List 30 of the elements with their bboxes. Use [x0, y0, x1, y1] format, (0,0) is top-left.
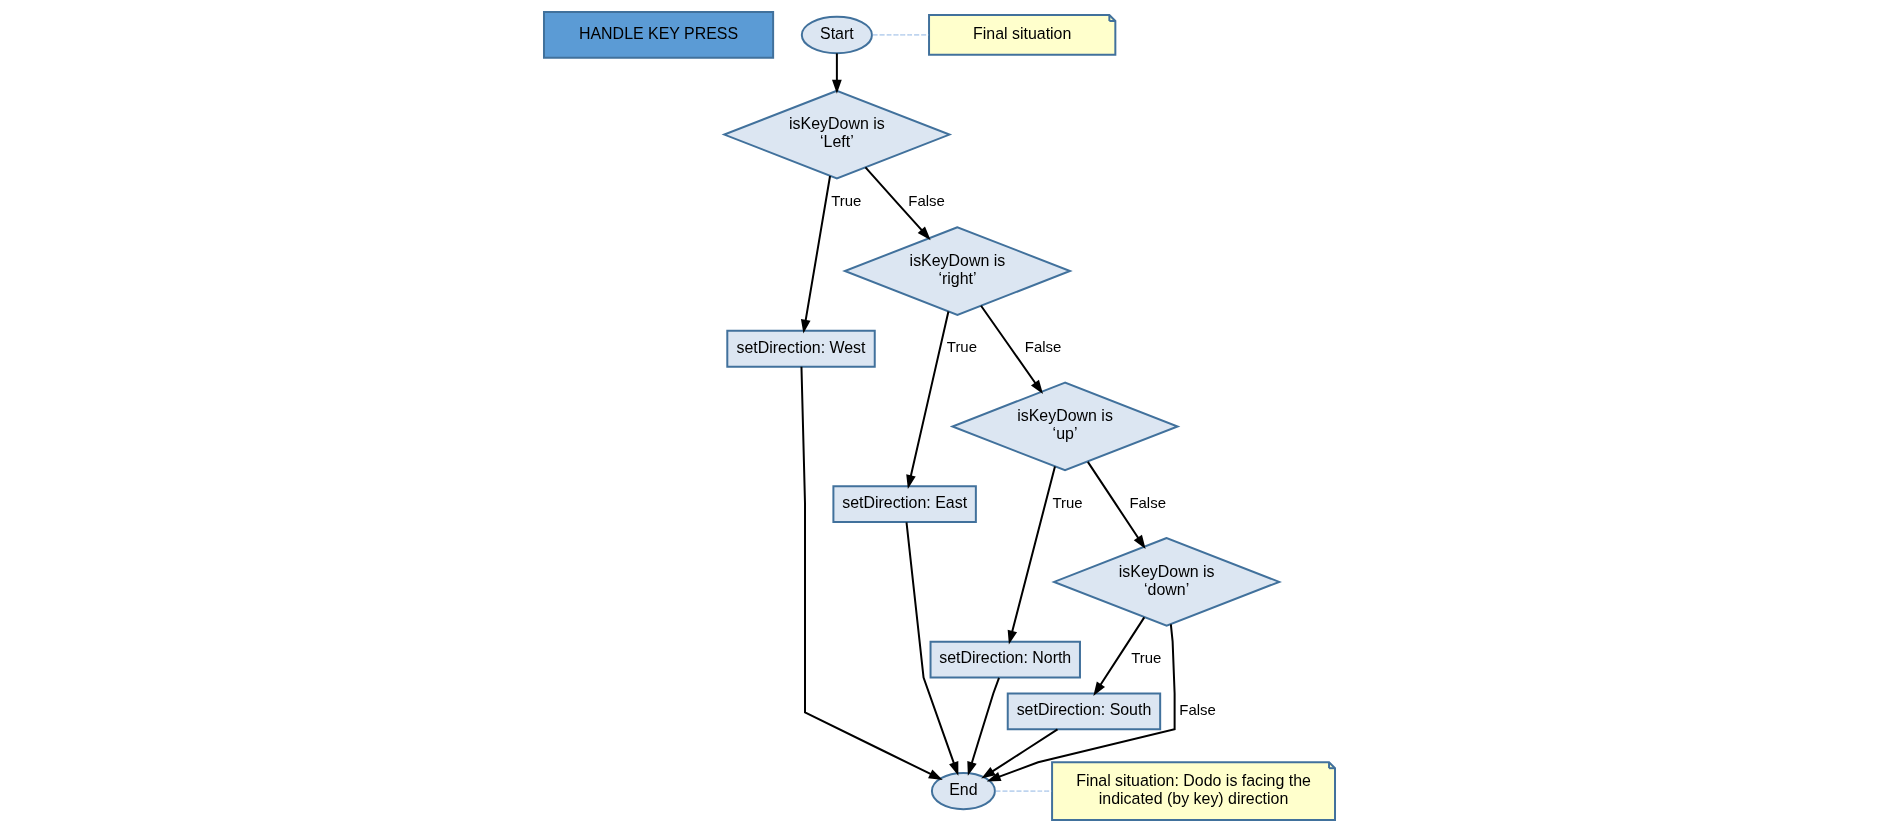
edge-label: False: [908, 192, 945, 210]
arrow: [1007, 465, 1056, 645]
edge-label: False: [1129, 493, 1166, 511]
connector: [995, 790, 1053, 792]
edge-label: True: [831, 192, 862, 210]
edge-label: False: [1024, 338, 1062, 356]
node-box: setDirection: North: [929, 640, 1081, 679]
edge-label: False: [1179, 700, 1216, 718]
arrow: [800, 174, 832, 334]
node-ellipse: Start: [800, 15, 873, 55]
arrow: [967, 676, 1000, 776]
edge-label: True: [1052, 493, 1083, 511]
edge-label: True: [946, 338, 977, 356]
arrow: [800, 365, 943, 780]
node-diamond: isKeyDown is ‘Left’: [721, 89, 953, 180]
arrow: [906, 310, 950, 489]
arrow: [981, 728, 1059, 779]
arrow: [864, 166, 931, 241]
arrow: [832, 52, 842, 94]
node-box: setDirection: South: [1006, 692, 1162, 731]
connector: [871, 34, 930, 36]
arrow: [1093, 616, 1146, 696]
node-box: setDirection: West: [726, 329, 876, 368]
arrow: [905, 521, 959, 776]
edge-label: True: [1131, 649, 1162, 667]
node-box: HANDLE KEY PRESS: [543, 11, 775, 59]
node-box: setDirection: East: [832, 485, 977, 524]
arrow: [986, 623, 1176, 782]
arrow: [1086, 460, 1146, 550]
arrow: [980, 304, 1044, 395]
